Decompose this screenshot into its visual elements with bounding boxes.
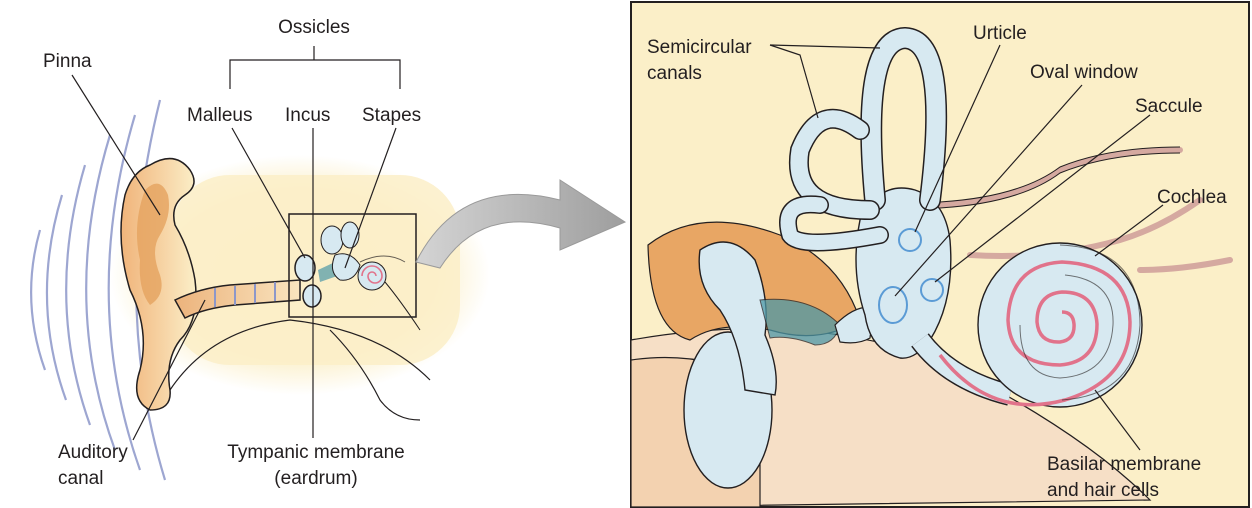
ossicles-bracket [230,46,400,89]
label-incus: Incus [285,105,330,126]
label-auditory-canal-line1: Auditory [58,442,128,463]
label-stapes: Stapes [362,105,421,126]
label-basilar-line1: Basilar membrane [1047,454,1201,475]
label-saccule: Saccule [1135,96,1203,117]
label-semicircular-line1: Semicircular [647,37,752,58]
label-auditory-canal-line2: canal [58,468,103,489]
label-tympanic-line2: (eardrum) [274,468,357,489]
label-oval-window: Oval window [1030,62,1138,83]
label-ossicles: Ossicles [278,17,350,38]
cochlea-shape [978,243,1142,407]
label-tympanic-line1: Tympanic membrane [227,442,404,463]
inner-ear-panel: Semicircular canals Urticle Oval window … [631,2,1249,507]
label-urticle: Urticle [973,23,1027,44]
label-cochlea: Cochlea [1157,187,1227,208]
label-malleus: Malleus [187,105,252,126]
label-semicircular-line2: canals [647,63,702,84]
zoom-arrow [416,180,625,268]
label-pinna: Pinna [43,51,92,72]
label-basilar-line2: and hair cells [1047,480,1159,501]
